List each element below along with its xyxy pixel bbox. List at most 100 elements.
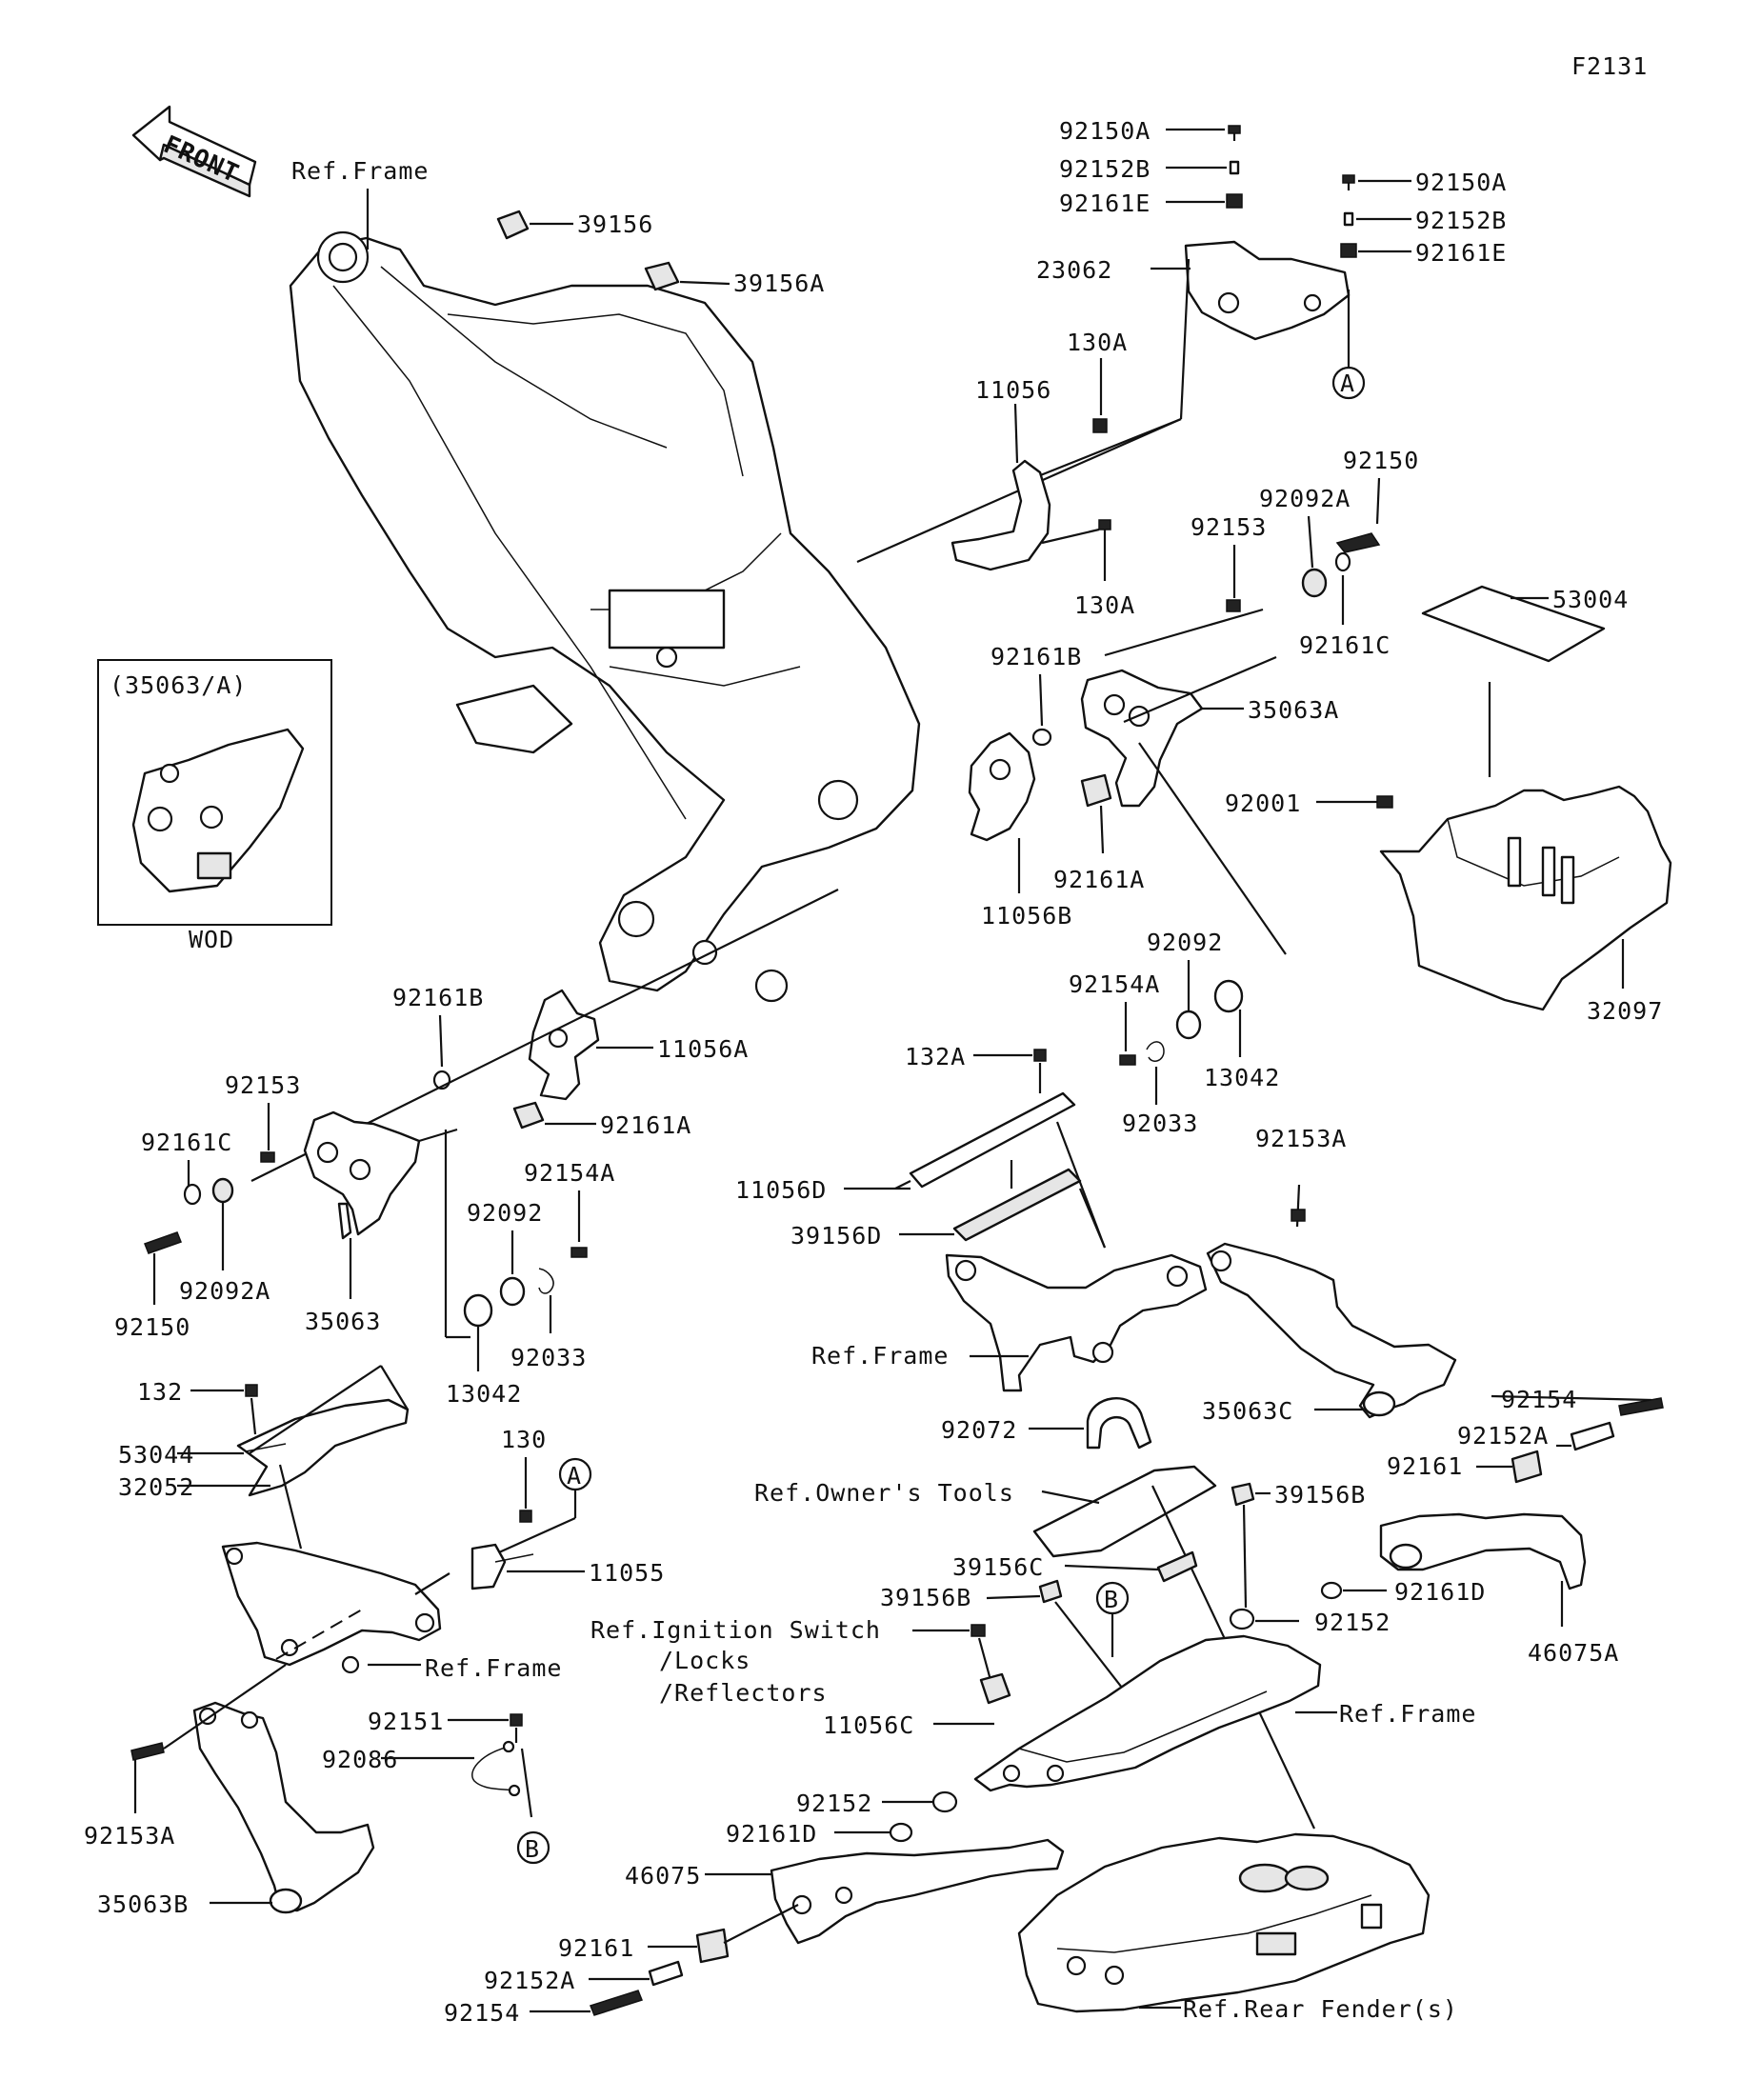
label-92151: 92151 [368, 1708, 444, 1735]
label-92092-r: 92092 [1147, 929, 1223, 956]
main-frame [289, 230, 921, 1003]
label-92161b-r: 92161B [991, 643, 1082, 670]
label-32097: 32097 [1587, 997, 1663, 1025]
ref-frame-low-label: Ref.Frame [1339, 1700, 1476, 1728]
footrest-46075a [1379, 1512, 1587, 1590]
label-92072: 92072 [941, 1416, 1017, 1444]
label-35063c: 35063C [1202, 1397, 1293, 1425]
ref-frame-mid-label: Ref.Frame [811, 1342, 949, 1370]
label-132: 132 [137, 1378, 183, 1406]
pad-39156c [1156, 1550, 1198, 1583]
label-92153a-l: 92153A [84, 1822, 175, 1850]
bracket-35063c [1206, 1242, 1457, 1419]
label-92161-r: 92161 [1387, 1452, 1463, 1480]
label-32052: 32052 [118, 1473, 194, 1501]
label-92154a-l: 92154A [524, 1159, 615, 1187]
label-23062: 23062 [1036, 256, 1112, 284]
label-11056d: 11056D [735, 1176, 827, 1204]
callout-a-top [1331, 366, 1366, 400]
ref-frame-low-part [973, 1634, 1322, 1792]
bracket-32052 [236, 1398, 410, 1497]
callout-a-mid-text: A [567, 1462, 581, 1490]
label-92161-l: 92161 [558, 1934, 634, 1962]
callout-b-low [516, 1830, 550, 1865]
label-92033-l: 92033 [510, 1344, 587, 1371]
label-92153-r: 92153 [1191, 513, 1267, 541]
label-11056b: 11056B [981, 902, 1072, 930]
label-92150-l: 92150 [114, 1313, 190, 1341]
callout-b-mid-text: B [1104, 1586, 1118, 1613]
label-46075: 46075 [625, 1862, 701, 1890]
footrest-35063b [192, 1701, 375, 1912]
ref-frame-left-part [221, 1541, 442, 1667]
label-92152-r: 92152 [1314, 1609, 1391, 1636]
label-35063b: 35063B [97, 1890, 189, 1918]
label-39156b-2: 39156B [880, 1584, 971, 1611]
label-92152b-1: 92152B [1059, 155, 1151, 183]
label-92001: 92001 [1225, 790, 1301, 817]
bracket-11056b [968, 731, 1036, 842]
label-92150a-2: 92150A [1415, 169, 1507, 196]
ref-owners-tools-label: Ref.Owner's Tools [754, 1479, 1014, 1507]
label-92150a-1: 92150A [1059, 117, 1151, 145]
label-92152-l: 92152 [796, 1790, 872, 1817]
label-39156: 39156 [577, 210, 653, 238]
label-92154-l: 92154 [444, 1999, 520, 2027]
label-46075a: 46075A [1528, 1639, 1619, 1667]
inset-title: (35063/A) [110, 671, 247, 699]
ref-rear-fender-label: Ref.Rear Fender(s) [1183, 1995, 1458, 2023]
label-92152b-2: 92152B [1415, 207, 1507, 234]
label-92161a-r: 92161A [1053, 866, 1145, 893]
ref-ignition-label: Ref.Ignition Switch [590, 1616, 881, 1644]
label-92150-r: 92150 [1343, 447, 1419, 474]
label-132a: 132A [905, 1043, 966, 1070]
label-11055: 11055 [589, 1559, 665, 1587]
label-92161e-2: 92161E [1415, 239, 1507, 267]
label-13042-r: 13042 [1204, 1064, 1280, 1091]
label-11056a: 11056A [657, 1035, 749, 1063]
ref-locks-label: /Locks [659, 1647, 750, 1674]
label-92153a-r: 92153A [1255, 1125, 1347, 1152]
label-92161c-l: 92161C [141, 1129, 232, 1156]
label-92092-l: 92092 [467, 1199, 543, 1227]
pad-39156 [496, 210, 530, 240]
label-53004: 53004 [1552, 586, 1629, 613]
owners-tools [1032, 1465, 1217, 1558]
callout-a-top-text: A [1340, 370, 1354, 397]
label-92086: 92086 [322, 1746, 398, 1773]
figure-code: F2131 [1571, 52, 1648, 80]
label-92154a-r: 92154A [1069, 970, 1160, 998]
label-39156d: 39156D [790, 1222, 882, 1250]
label-92153-l: 92153 [225, 1071, 301, 1099]
bracket-23062 [1184, 240, 1351, 341]
label-92161e-1: 92161E [1059, 190, 1151, 217]
ref-frame-top-label: Ref.Frame [291, 157, 429, 185]
label-130: 130 [501, 1426, 547, 1453]
label-53044: 53044 [118, 1441, 194, 1469]
bar-11056d [909, 1091, 1076, 1189]
label-92161c-r: 92161C [1299, 631, 1391, 659]
inset-box: (35063/A) WOD [97, 659, 332, 953]
label-92092a-l: 92092A [179, 1277, 270, 1305]
label-39156c: 39156C [952, 1553, 1044, 1581]
bracket-11056 [951, 459, 1051, 571]
label-92161b-l: 92161B [392, 984, 484, 1011]
label-35063a: 35063A [1248, 696, 1339, 724]
front-arrow-icon: FRONT [131, 105, 257, 198]
label-13042-l: 13042 [446, 1380, 522, 1408]
sheet-53004 [1421, 585, 1606, 663]
label-92161d-r: 92161D [1394, 1578, 1486, 1606]
label-39156a: 39156A [733, 270, 825, 297]
inset-caption: WOD [189, 926, 234, 953]
label-92152a-r: 92152A [1457, 1422, 1549, 1450]
pad-39156d [952, 1168, 1082, 1242]
label-92161a-l: 92161A [600, 1111, 691, 1139]
strap-92072 [1086, 1397, 1152, 1450]
label-92154-r: 92154 [1501, 1386, 1577, 1413]
ref-frame-left-label: Ref.Frame [425, 1654, 562, 1682]
label-11056c: 11056C [823, 1711, 914, 1739]
bracket-11055 [470, 1543, 507, 1590]
callout-b-low-text: B [525, 1835, 539, 1863]
battery-case-32097 [1379, 785, 1672, 1011]
